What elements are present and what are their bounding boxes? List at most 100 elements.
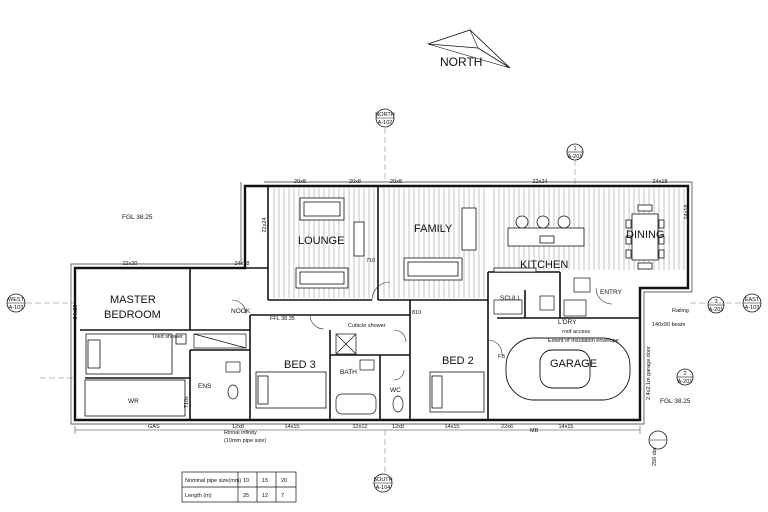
note-ffl: FFL 38.35: [270, 316, 295, 322]
note-dim-810: 810: [412, 310, 421, 316]
window-tag: 22x20: [123, 261, 138, 267]
marker-1-ref: A-201: [568, 154, 583, 160]
bath-fixtures: [335, 333, 404, 415]
room-bath: BATH: [340, 369, 357, 376]
room-family: FAMILY: [414, 223, 453, 235]
family-furniture: [403, 207, 477, 281]
window-tag: 20x8: [390, 179, 402, 185]
door-swings: [231, 281, 613, 381]
room-labels: LOUNGE FAMILY KITCHEN DINING MASTER BEDR…: [104, 223, 665, 405]
pipe-row1-label: Nominal pipe size(mm): [185, 478, 241, 484]
marker-east-name: EAST: [745, 297, 760, 303]
marker-3-ref: A-201: [709, 307, 724, 313]
north-label: NORTH: [440, 55, 482, 69]
section-marker-east: EAST A-103: [742, 293, 762, 313]
room-ens: ENS: [198, 383, 212, 390]
note-dim-250: 250 dia.: [652, 446, 658, 466]
note-roof-access: roof access: [562, 329, 590, 335]
pipe-row2-v1: 25: [243, 493, 249, 499]
note-insulation: Extent of Insulation envelope: [548, 338, 619, 344]
note-cubicle-shower: Cubicle shower: [348, 323, 386, 329]
section-marker-2: 2 A-201: [676, 368, 694, 386]
window-tag: 14x15: [559, 424, 574, 430]
marker-east-ref: A-103: [745, 305, 760, 311]
water-tank: [648, 430, 668, 450]
pipe-table-text: Nominal pipe size(mm) 10 15 20 Length (m…: [185, 478, 287, 499]
note-beam: 140x90 beam: [652, 322, 686, 328]
room-garage: GARAGE: [550, 358, 597, 370]
section-marker-north: NORTH A-102: [375, 108, 395, 128]
note-rinnai-1: Rinnai infinity: [224, 430, 257, 436]
room-entry: ENTRY: [600, 289, 623, 296]
marker-south-ref: A-104: [376, 485, 391, 491]
wardrobe: [84, 379, 186, 417]
room-wc: WC: [390, 387, 401, 394]
window-tags: 20x8 20x8 20x8 22x24 24x18 22x24 24x18 22x20 24x…: [73, 179, 690, 430]
note-fgl-top: FGL 38.25: [122, 214, 153, 221]
window-tag: 20x8: [294, 179, 306, 185]
marker-1-num: 1: [573, 146, 576, 152]
window-tag: 22x24: [533, 179, 548, 185]
annotations: FGL 38.25 FGL 38.25 FFL 38.35 Tiled show…: [122, 214, 691, 466]
pipe-row2-v3: 7: [281, 493, 284, 499]
room-bed3: BED 3: [284, 359, 316, 371]
window-tag: 24x18: [235, 261, 250, 267]
window-tag: 20x8: [349, 179, 361, 185]
window-tag: 24x18: [653, 179, 668, 185]
pipe-row2-label: Length (m): [185, 493, 212, 499]
room-ldry: L'DRY: [558, 319, 577, 326]
window-tag: 22x24: [262, 218, 268, 233]
window-tag: 12x12: [353, 424, 368, 430]
room-master-line2: BEDROOM: [104, 309, 161, 321]
room-kitchen: KITCHEN: [520, 259, 568, 271]
north-arrow: NORTH: [427, 29, 511, 69]
section-marker-3: 3 A-201: [707, 296, 725, 314]
window-tag: 12x8: [392, 424, 404, 430]
room-bed2: BED 2: [442, 355, 474, 367]
kitchen-island: [493, 215, 585, 273]
room-scull: SCULL: [500, 295, 521, 302]
window-tag: 14x15: [285, 424, 300, 430]
marker-3-num: 3: [714, 299, 717, 305]
room-lounge: LOUNGE: [298, 235, 344, 247]
room-master-line1: MASTER: [110, 294, 156, 306]
window-tag: 12x8: [232, 424, 244, 430]
lounge-furniture: [295, 197, 365, 289]
note-fgl-right: FGL 38.25: [660, 398, 691, 405]
note-rinnai-2: (10mm pipe size): [224, 438, 266, 444]
note-fb: FB: [498, 354, 505, 360]
window-tag: 22x6: [501, 424, 513, 430]
garage-car: [505, 337, 631, 401]
bed3-furniture: [255, 371, 327, 409]
exterior-walls: [70, 181, 693, 425]
window-tag: 24x20: [73, 305, 79, 320]
marker-south-name: SOUTH: [373, 477, 392, 483]
dining-table: [625, 204, 665, 270]
marker-north-ref: A-102: [378, 120, 393, 126]
window-tag: 24x18: [684, 205, 690, 220]
section-marker-1: 1 A-201: [566, 143, 584, 161]
interior-walls: [80, 186, 640, 420]
note-gas: GAS: [148, 424, 160, 430]
laundry-fixtures: [493, 277, 591, 317]
pipe-table: [181, 471, 297, 503]
note-dim-710: 710: [366, 258, 375, 264]
note-tiled-shower: Tiled shower: [152, 334, 183, 340]
marker-west-name: WEST: [8, 297, 25, 303]
room-nook: NOOK: [231, 308, 251, 315]
note-railing: Railing: [672, 308, 689, 314]
room-wr: WR: [128, 398, 139, 405]
window-tag: 14x15: [445, 424, 460, 430]
dimension-line-bottom: [74, 426, 641, 434]
master-bed: [85, 333, 187, 375]
room-dining: DINING: [626, 229, 665, 241]
marker-2-ref: A-201: [678, 379, 693, 385]
pipe-row1-v2: 15: [262, 478, 268, 484]
ensuite-fixtures: [193, 333, 247, 400]
note-dim-710b: 710x: [184, 396, 190, 408]
bed2-furniture: [429, 371, 485, 413]
marker-north-name: NORTH: [375, 112, 394, 118]
section-marker-west: WEST A-103: [6, 293, 26, 313]
grid-lines: [26, 128, 742, 472]
